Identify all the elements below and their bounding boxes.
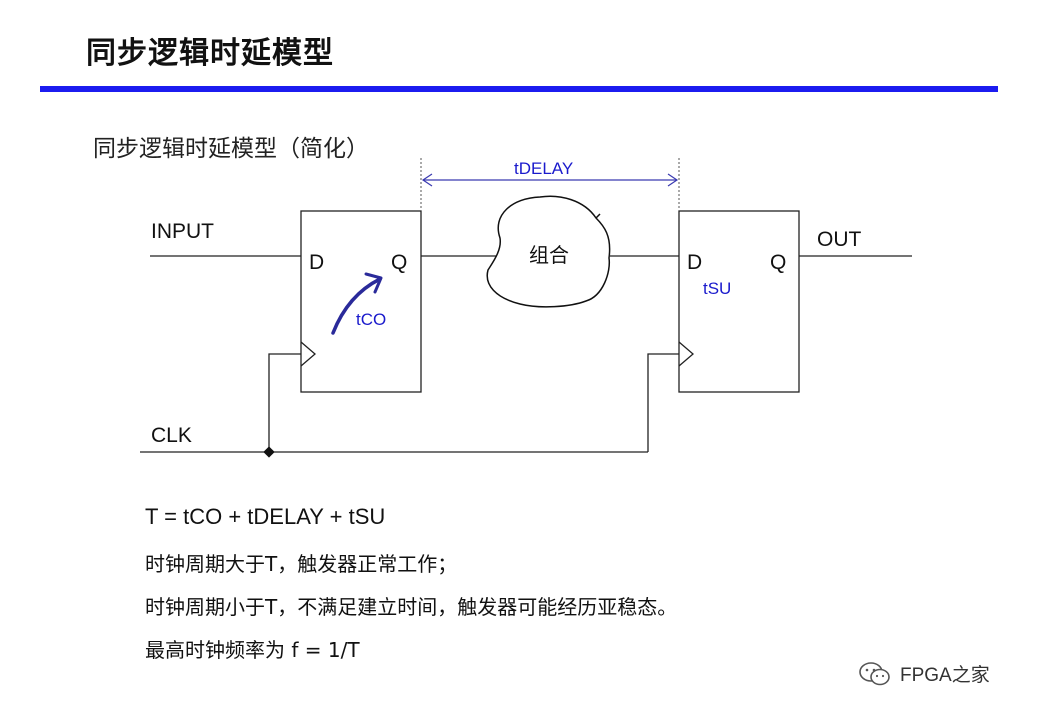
cloud-tail-mark (595, 213, 601, 219)
input-label: INPUT (151, 220, 214, 243)
tsu-label: tSU (703, 279, 731, 298)
watermark-text: FPGA之家 (900, 665, 990, 686)
out-label: OUT (817, 228, 862, 251)
tco-arrowhead (364, 272, 383, 294)
tdelay-left-arrowhead (421, 173, 433, 187)
clk-to-ff2-wire (647, 353, 679, 452)
combo-label: 组合 (529, 243, 569, 267)
flip-flop-2 (678, 210, 800, 393)
ff2-d-pin: D (687, 251, 702, 274)
flip-flop-1 (300, 210, 422, 393)
tco-label: tCO (356, 310, 386, 329)
clk-label: CLK (151, 424, 192, 447)
ff1-d-pin: D (309, 251, 324, 274)
clk-junction-dot (263, 446, 275, 458)
timing-equation: T = tCO + tDELAY + tSU (145, 504, 386, 529)
tdelay-label: tDELAY (514, 159, 573, 178)
tdelay-right-arrowhead (667, 173, 679, 187)
ff2-q-pin: Q (770, 251, 786, 274)
ff2-clock-triangle (678, 341, 694, 367)
watermark: FPGA之家 (858, 660, 990, 687)
ff1-q-pin: Q (391, 251, 407, 274)
ff1-clock-triangle (300, 341, 316, 367)
note-line-2: 时钟周期小于T，不满足建立时间，触发器可能经历亚稳态。 (145, 595, 678, 619)
diagram-subtitle: 同步逻辑时延模型（简化） (93, 136, 369, 162)
wechat-icon (859, 661, 890, 685)
combinational-logic-cloud (486, 195, 611, 308)
clk-to-ff1-wire (268, 353, 301, 452)
page-title: 同步逻辑时延模型 (86, 36, 334, 71)
tco-arrow (331, 277, 382, 335)
note-line-1: 时钟周期大于T，触发器正常工作； (145, 552, 458, 576)
note-line-3: 最高时钟频率为 f = 1/T (145, 638, 360, 662)
title-divider (40, 86, 998, 92)
